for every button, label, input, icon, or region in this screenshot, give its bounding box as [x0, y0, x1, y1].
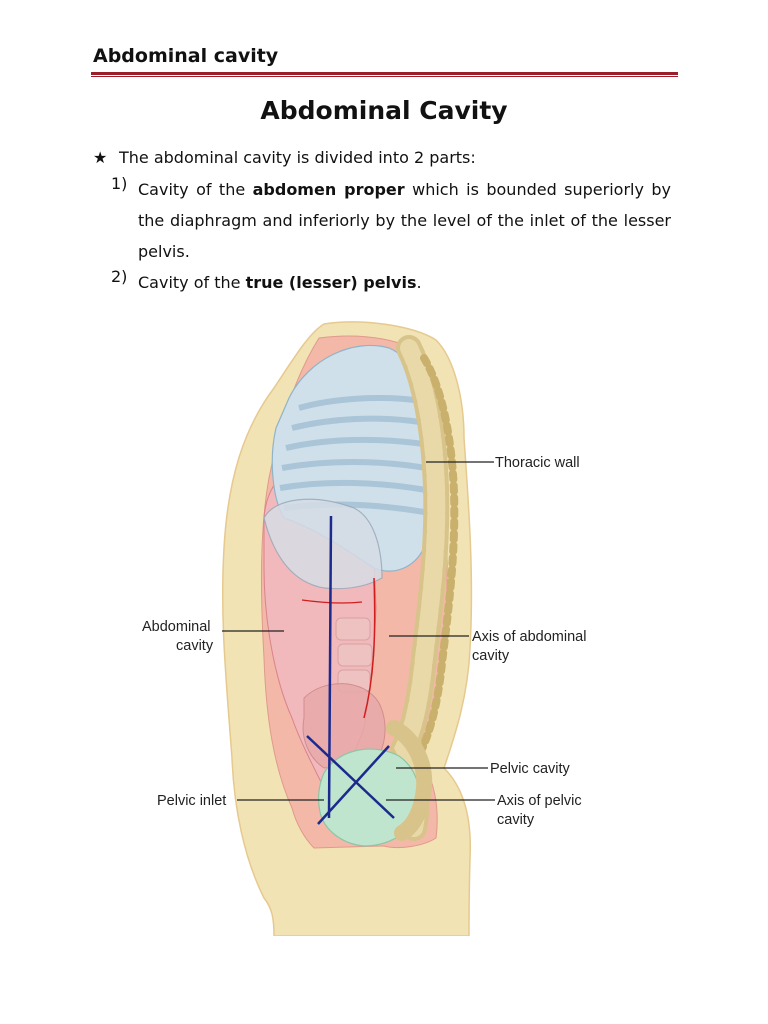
label-abdominal-cavity-line2: cavity	[176, 638, 214, 654]
anatomy-figure: Thoracic wall Abdominal cavity Axis of a…	[124, 318, 632, 937]
item-text-bold: true (lesser) pelvis	[245, 273, 417, 292]
list-item-text: Cavity of the abdomen proper which is bo…	[138, 174, 671, 267]
label-axis-abdominal-line1: Axis of abdominal	[472, 629, 586, 645]
sacrum	[386, 720, 433, 841]
pelvis-bone	[302, 683, 386, 769]
item-text-post: which is bounded superiorly by the diaph…	[138, 180, 671, 261]
axis-of-pelvic-cavity-1	[306, 735, 395, 819]
lumbar-vertebrae	[335, 617, 373, 693]
item-text-bold: abdomen proper	[252, 180, 405, 199]
spine	[389, 335, 459, 841]
intro-bullet: ★ The abdominal cavity is divided into 2 …	[93, 148, 476, 167]
item-text-pre: Cavity of the	[138, 180, 253, 199]
ribs	[279, 395, 427, 515]
anatomy-illustration: Thoracic wall Abdominal cavity Axis of a…	[142, 321, 586, 937]
label-abdominal-cavity-line1: Abdominal	[142, 619, 211, 635]
page-title: Abdominal Cavity	[260, 96, 508, 125]
anterior-wall-line	[301, 599, 363, 604]
posterior-wall-line	[363, 577, 376, 719]
label-axis-abdominal-line2: cavity	[472, 648, 510, 664]
label-axis-pelvic-line1: Axis of pelvic	[497, 793, 582, 809]
axis-of-abdominal-cavity	[327, 515, 333, 819]
item-text-pre: Cavity of the	[138, 273, 246, 292]
label-pelvic-inlet: Pelvic inlet	[157, 793, 226, 809]
list-item-number: 1)	[111, 174, 128, 193]
list-item-number: 2)	[111, 267, 128, 286]
star-bullet-icon: ★	[93, 148, 108, 167]
list-item-text: Cavity of the true (lesser) pelvis.	[138, 267, 671, 298]
intro-text: The abdominal cavity is divided into 2 p…	[119, 148, 476, 167]
label-thoracic-wall: Thoracic wall	[495, 455, 580, 471]
diaphragm	[263, 498, 383, 590]
item-text-post: .	[416, 273, 422, 292]
header-rule-thin	[91, 76, 678, 77]
label-axis-pelvic-line2: cavity	[497, 812, 535, 828]
label-pelvic-cavity: Pelvic cavity	[490, 761, 571, 777]
running-header: Abdominal cavity	[93, 45, 279, 67]
axis-of-pelvic-cavity-2	[317, 745, 390, 825]
header-rule	[91, 72, 678, 75]
